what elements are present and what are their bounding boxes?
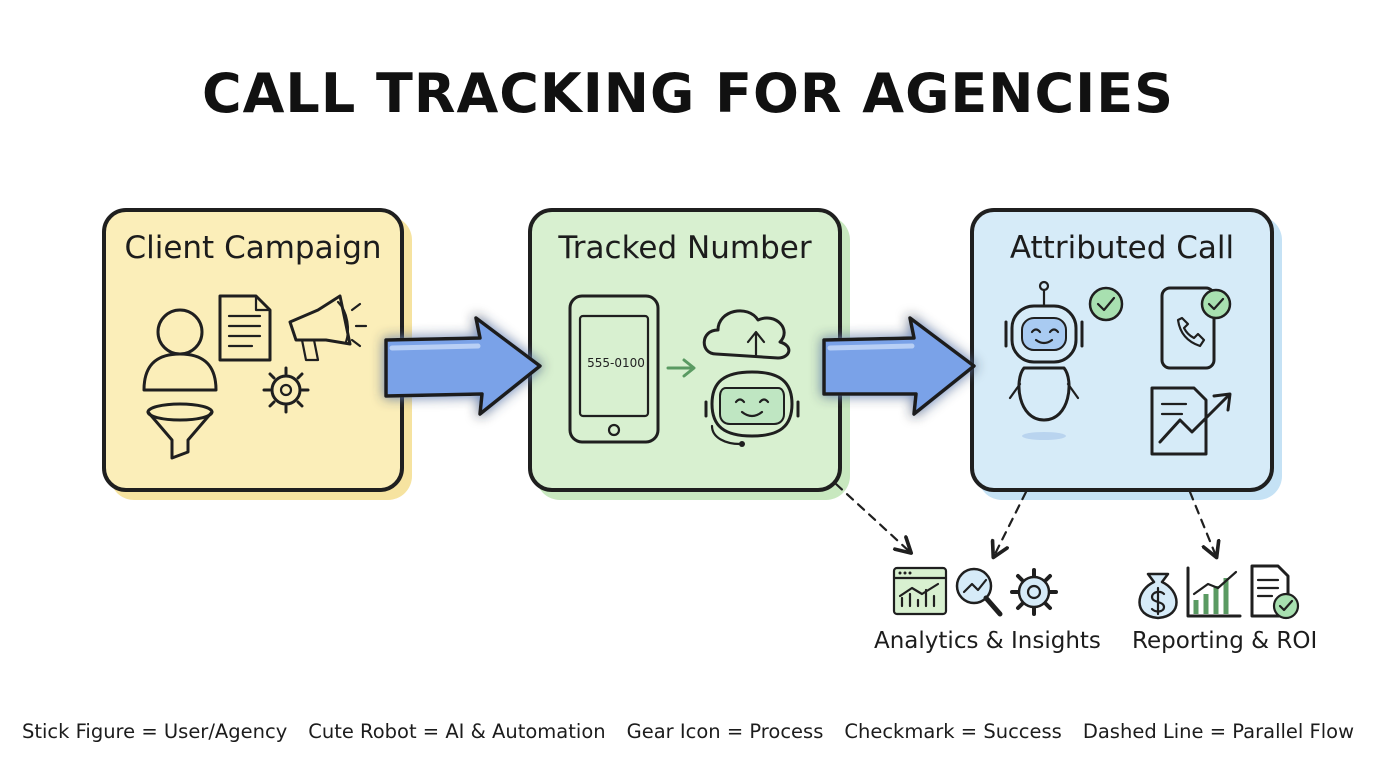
funnel-icon (146, 402, 214, 460)
stage-client-campaign: Client Campaign (102, 208, 404, 492)
user-icon (142, 308, 218, 392)
call-phone-icon (1160, 286, 1216, 370)
analytics-dashboard-icon (892, 566, 948, 616)
cloud-upload-icon (702, 309, 791, 360)
robot-icon (704, 370, 800, 447)
gear-icon (1010, 568, 1058, 616)
dashed-connector (834, 482, 910, 552)
arrow-right-icon (666, 358, 696, 378)
bar-chart-icon (1186, 566, 1242, 618)
dashed-connector (1188, 490, 1216, 556)
phone-icon (568, 294, 660, 444)
legend-item: Dashed Line = Parallel Flow (1082, 720, 1355, 743)
gear-icon (262, 366, 310, 414)
output-label-analytics: Analytics & Insights (874, 628, 1101, 654)
money-bag-icon (1138, 572, 1178, 620)
verified-document-icon (1250, 564, 1300, 620)
tracked-phone-number: 555-0100 (587, 356, 645, 370)
flow-arrow-1 (384, 316, 542, 416)
megaphone-icon (288, 294, 368, 362)
robot-icon (1004, 280, 1084, 440)
legend-item: Stick Figure = User/Agency (21, 720, 288, 743)
document-icon (218, 294, 272, 362)
output-label-reporting: Reporting & ROI (1132, 628, 1318, 654)
magnifier-chart-icon (955, 567, 1003, 617)
stage-title: Tracked Number (558, 230, 812, 266)
page-title: CALL TRACKING FOR AGENCIES (201, 62, 1174, 125)
legend: Stick Figure = User/Agency Cute Robot = … (0, 720, 1376, 743)
checkmark-icon (1200, 288, 1232, 320)
legend-item: Gear Icon = Process (626, 720, 824, 743)
legend-item: Cute Robot = AI & Automation (308, 720, 606, 743)
dashed-connector (994, 490, 1028, 556)
stage-attributed-call: Attributed Call (970, 208, 1274, 492)
flow-arrow-2 (822, 316, 976, 416)
stage-title: Attributed Call (1009, 230, 1235, 266)
stage-title: Client Campaign (124, 230, 382, 266)
checkmark-icon (1088, 286, 1124, 322)
legend-item: Checkmark = Success (844, 720, 1062, 743)
growth-report-icon (1150, 386, 1232, 456)
